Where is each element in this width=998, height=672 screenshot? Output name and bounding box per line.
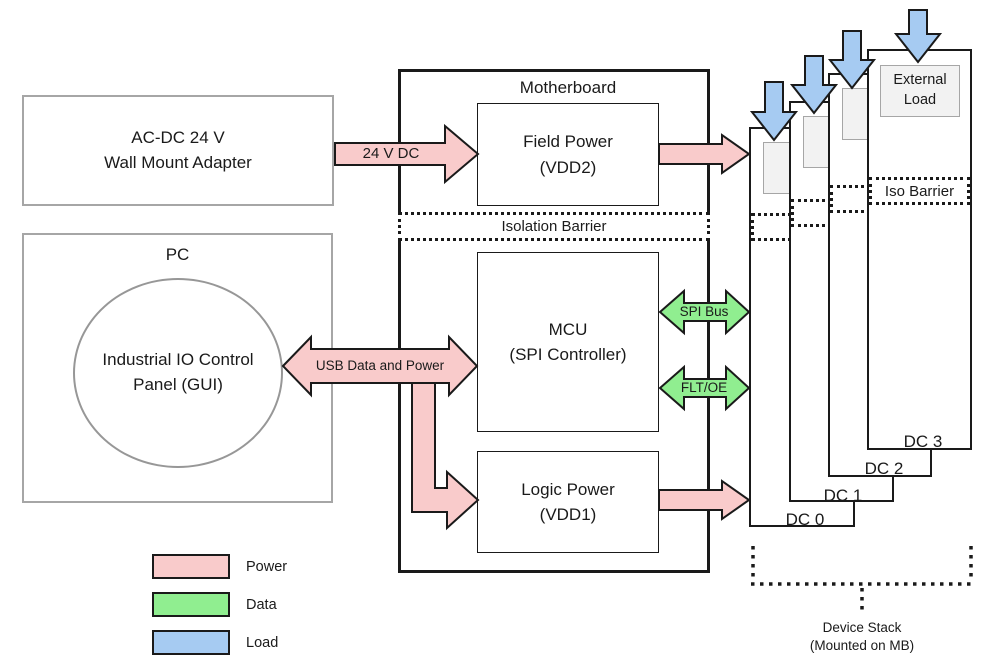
adapter-label-line1: AC-DC 24 V	[131, 127, 225, 147]
stack-caption-line1: Device Stack	[822, 620, 902, 635]
stack-caption: Device Stack (Mounted on MB)	[772, 619, 952, 654]
label-usb-data-power: USB Data and Power	[315, 358, 445, 373]
stack-brace	[751, 546, 973, 612]
label-24vdc: 24 V DC	[362, 145, 420, 162]
external-load-box: External Load	[880, 65, 960, 117]
logic-power-line1: Logic Power	[521, 479, 615, 499]
dc3-iso-barrier-band: Iso Barrier	[869, 177, 970, 205]
field-power-line2: (VDD2)	[539, 157, 597, 177]
gui-circle: Industrial IO Control Panel (GUI)	[73, 278, 283, 468]
field-power-line1: Field Power	[523, 132, 613, 151]
mcu-line1: MCU	[548, 319, 588, 339]
label-spi-bus: SPI Bus	[679, 304, 729, 319]
legend-row-power: Power	[152, 554, 287, 579]
iso-barrier-label: Iso Barrier	[884, 182, 955, 200]
gui-label-line1: Industrial IO Control	[102, 350, 254, 370]
external-load-line1: External	[893, 72, 947, 89]
field-power-box: Field Power (VDD2)	[477, 103, 659, 206]
logic-power-box: Logic Power (VDD1)	[477, 451, 659, 553]
motherboard-box: Motherboard Field Power (VDD2) Isolation…	[398, 69, 710, 573]
pc-box: PC Industrial IO Control Panel (GUI)	[22, 233, 333, 503]
mcu-box: MCU (SPI Controller)	[477, 252, 659, 432]
legend-row-load: Load	[152, 630, 278, 655]
dc1-label: DC 1	[823, 486, 863, 505]
legend-label-load: Load	[246, 634, 279, 651]
gui-label-line2: Panel (GUI)	[133, 375, 223, 394]
isolation-barrier-label: Isolation Barrier	[501, 218, 607, 235]
motherboard-title: Motherboard	[519, 78, 617, 97]
mcu-line2: (SPI Controller)	[509, 345, 627, 364]
logic-power-line2: (VDD1)	[539, 505, 597, 524]
pc-title: PC	[165, 245, 190, 264]
legend-swatch-data	[152, 592, 230, 617]
dc3-label: DC 3	[903, 432, 943, 451]
legend-row-data: Data	[152, 592, 277, 617]
ac-dc-adapter-box: AC-DC 24 V Wall Mount Adapter	[22, 95, 334, 206]
legend-label-data: Data	[246, 596, 277, 613]
dc0-label: DC 0	[785, 510, 825, 529]
label-flt-oe: FLT/OE	[680, 380, 728, 395]
isolation-barrier-band: Isolation Barrier	[398, 212, 710, 241]
legend-label-power: Power	[246, 558, 288, 575]
legend-swatch-power	[152, 554, 230, 579]
legend-swatch-load	[152, 630, 230, 655]
adapter-label-line2: Wall Mount Adapter	[104, 152, 252, 172]
dc2-label: DC 2	[864, 459, 904, 478]
device-card-dc3: External Load Iso Barrier DC 3	[867, 49, 972, 451]
external-load-line2: Load	[903, 92, 937, 108]
stack-caption-line2: (Mounted on MB)	[809, 637, 915, 653]
